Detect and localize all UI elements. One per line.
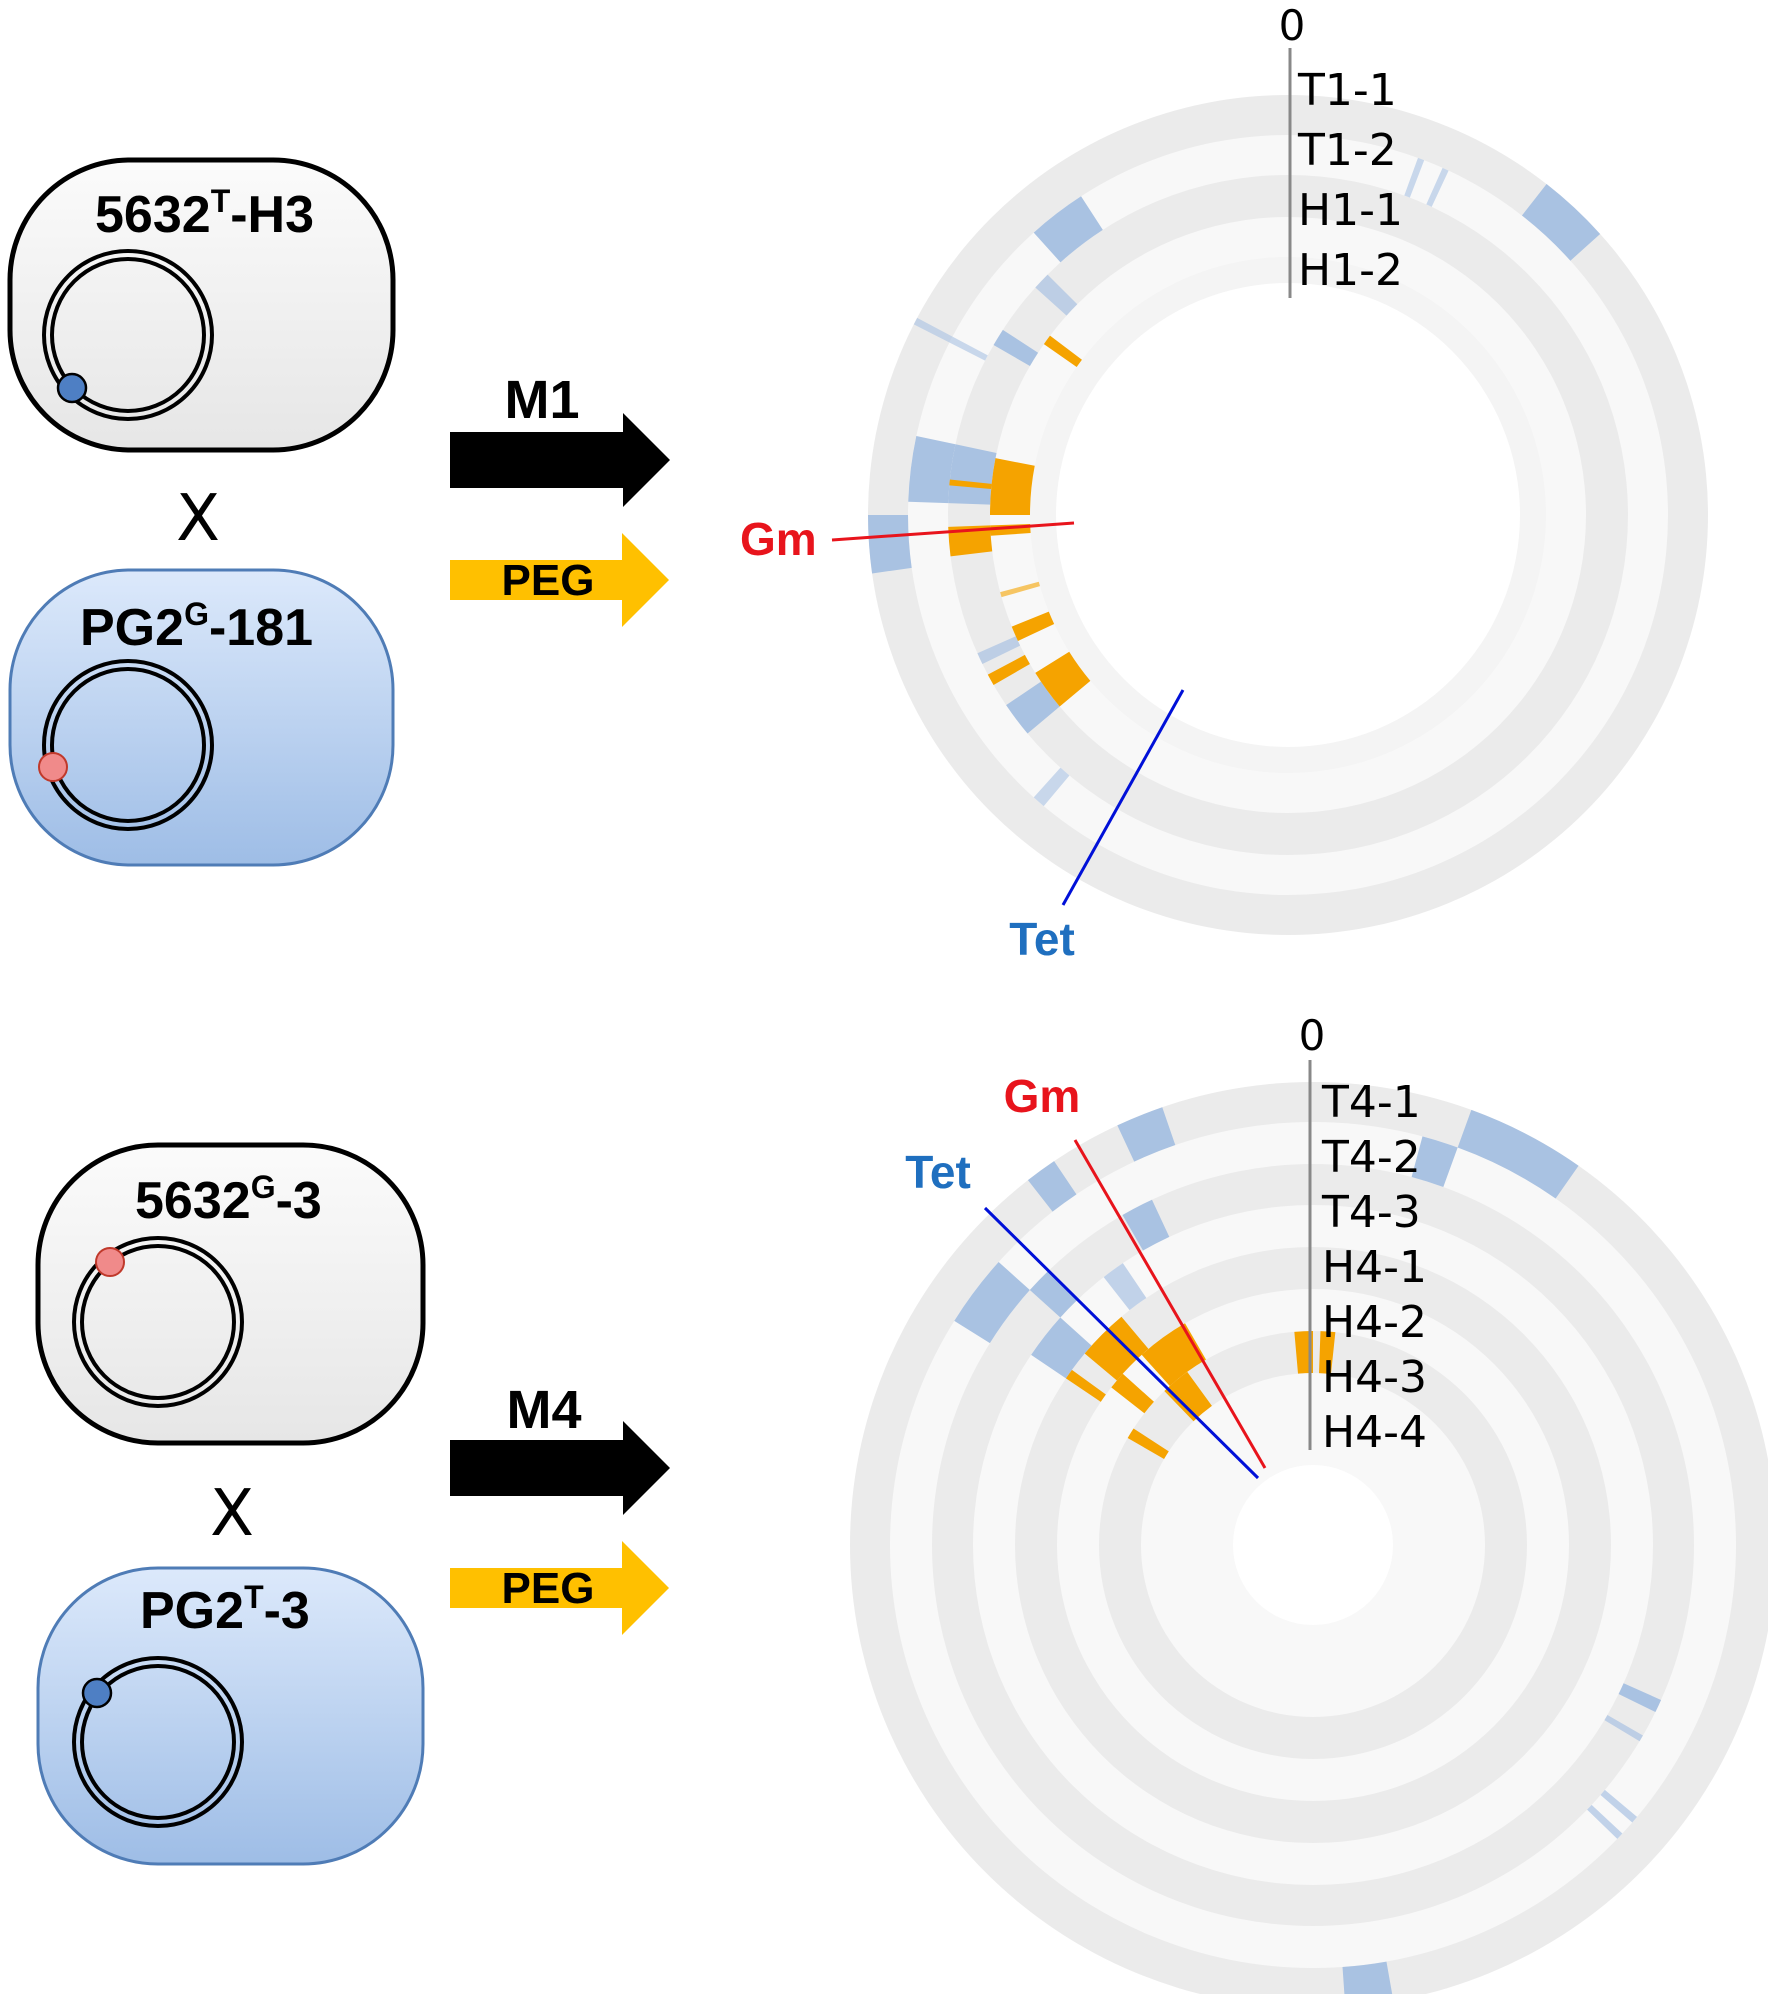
- top-segment-15: [1043, 335, 1082, 368]
- bottom-segment-14: [1103, 1263, 1147, 1311]
- top-segment-2: [868, 515, 912, 574]
- top-segment-19: [1035, 651, 1091, 707]
- top-donor-name: 5632T-H3: [95, 183, 314, 244]
- bottom-donor-cell: 5632G-3: [35, 1142, 426, 1446]
- top-segment-1: [1521, 184, 1601, 261]
- bottom-gm-label: Gm: [1004, 1070, 1081, 1122]
- bottom-segment-7: [1600, 1789, 1638, 1823]
- top-segment-23: [949, 479, 992, 490]
- bottom-gm-line: [1073, 1139, 1267, 1469]
- top-segment-16: [990, 458, 1035, 515]
- top-donor-cell: 5632T-H3: [7, 157, 396, 453]
- bottom-segment-9: [1029, 1270, 1077, 1318]
- top-track-label-1: T1-1: [1297, 65, 1397, 116]
- top-recipient-cell: PG2G-181: [8, 568, 395, 867]
- bottom-recipient-name: PG2T-3: [140, 1579, 310, 1640]
- bottom-segment-5: [1411, 1136, 1458, 1187]
- bottom-donor-marker-dot: [95, 1247, 125, 1277]
- bottom-track-label-5: H4-2: [1322, 1297, 1427, 1348]
- bottom-segment-16: [1065, 1369, 1106, 1402]
- bottom-donor-plasmid: [72, 1236, 244, 1408]
- top-cross-symbol: X: [176, 482, 220, 556]
- top-segment-11: [1035, 274, 1078, 316]
- top-method-arrow: [450, 413, 670, 507]
- top-panel: 5632T-H3 X PG2G-181 M1 PEG: [7, 1, 1708, 965]
- bottom-segment-13: [1031, 1317, 1092, 1379]
- top-segment-18: [1011, 611, 1055, 641]
- top-method-label: M1: [504, 370, 579, 430]
- bottom-segment-2: [1117, 1107, 1176, 1162]
- bottom-peg-arrow: [450, 1541, 669, 1635]
- top-peg-label: PEG: [502, 556, 595, 605]
- top-recipient-marker-dot: [38, 752, 68, 782]
- top-gm-label: Gm: [740, 513, 817, 565]
- bottom-segment-1: [1027, 1161, 1077, 1212]
- top-donor-cell-body: [7, 157, 396, 453]
- top-segment-13: [1006, 681, 1060, 734]
- bottom-track-label-2: T4-2: [1321, 1132, 1421, 1183]
- top-recipient-plasmid: [38, 659, 214, 831]
- top-zero-label: 0: [1279, 1, 1306, 50]
- bottom-segment-22: [1127, 1428, 1169, 1459]
- bottom-track-label-1: T4-1: [1321, 1077, 1421, 1128]
- bottom-segment-8: [1587, 1804, 1623, 1839]
- top-tet-label: Tet: [1009, 913, 1075, 965]
- top-segment-22: [987, 654, 1030, 685]
- bottom-segments: [954, 1107, 1662, 1994]
- bottom-recipient-plasmid: [72, 1656, 244, 1828]
- top-segment-8: [1033, 767, 1070, 807]
- top-track-label-2: T1-2: [1297, 125, 1397, 176]
- top-donor-plasmid: [42, 249, 214, 421]
- top-segment-14: [977, 636, 1021, 665]
- bottom-recipient-marker-dot: [81, 1677, 113, 1709]
- bottom-method-arrow: [450, 1421, 670, 1515]
- bottom-segment-10: [1122, 1199, 1170, 1251]
- top-segment-9: [949, 336, 988, 361]
- bottom-recipient-cell: PG2T-3: [36, 1566, 425, 1866]
- bottom-segment-21: [1164, 1371, 1212, 1422]
- top-gm-line: [831, 521, 1075, 542]
- bottom-cross-symbol: X: [210, 1477, 254, 1551]
- bottom-donor-name: 5632G-3: [135, 1169, 322, 1230]
- bottom-segment-3: [1457, 1109, 1579, 1199]
- top-segment-12: [948, 444, 997, 505]
- top-segment-3: [913, 317, 953, 343]
- bottom-method-label: M4: [506, 1380, 581, 1440]
- top-circos: 0 T1-1 T1-2 H1-1 H1-2 Gm Tet: [740, 1, 1708, 965]
- top-segment-5: [1426, 167, 1449, 207]
- bottom-tet-label: Tet: [905, 1146, 971, 1198]
- bottom-segment-11: [1618, 1683, 1662, 1713]
- top-track-label-4: H1-2: [1298, 245, 1403, 296]
- bottom-circos: 0 T4-1 T4-2 T4-3 H4-1 H4-2 H4-3 H4-4 Gm …: [850, 1011, 1768, 1994]
- bottom-panel: 5632G-3 X PG2T-3 M4 PEG: [35, 1011, 1768, 1994]
- bottom-segment-4: [1342, 1961, 1393, 1994]
- bottom-segment-6: [954, 1261, 1030, 1344]
- bottom-segment-19: [1294, 1331, 1313, 1374]
- top-segment-10: [993, 329, 1039, 366]
- top-segment-4: [1404, 157, 1425, 198]
- bottom-segment-18: [1111, 1373, 1154, 1414]
- bottom-segment-12: [1604, 1715, 1643, 1742]
- top-recipient-name: PG2G-181: [80, 596, 313, 657]
- bottom-track-label-7: H4-4: [1322, 1407, 1427, 1458]
- top-segment-6: [1033, 196, 1103, 263]
- top-tet-line: [1061, 689, 1185, 906]
- bottom-track-label-4: H4-1: [1322, 1242, 1427, 1293]
- bottom-track-label-3: T4-3: [1321, 1187, 1421, 1238]
- top-peg-arrow: [450, 533, 669, 627]
- bottom-peg-label: PEG: [502, 1564, 595, 1613]
- bottom-track-label-6: H4-3: [1322, 1352, 1427, 1403]
- bottom-tet-line: [983, 1206, 1260, 1480]
- top-recipient-cell-body: [8, 568, 395, 867]
- bottom-segment-15: [1084, 1316, 1149, 1381]
- top-segments: [868, 157, 1601, 807]
- top-segment-20: [1000, 581, 1040, 598]
- bottom-zero-label: 0: [1299, 1011, 1326, 1060]
- top-segment-7: [908, 435, 956, 504]
- bottom-segment-20: [1319, 1331, 1336, 1374]
- top-segment-21: [948, 525, 993, 557]
- top-track-label-3: H1-1: [1298, 185, 1403, 236]
- top-donor-marker-dot: [56, 372, 88, 404]
